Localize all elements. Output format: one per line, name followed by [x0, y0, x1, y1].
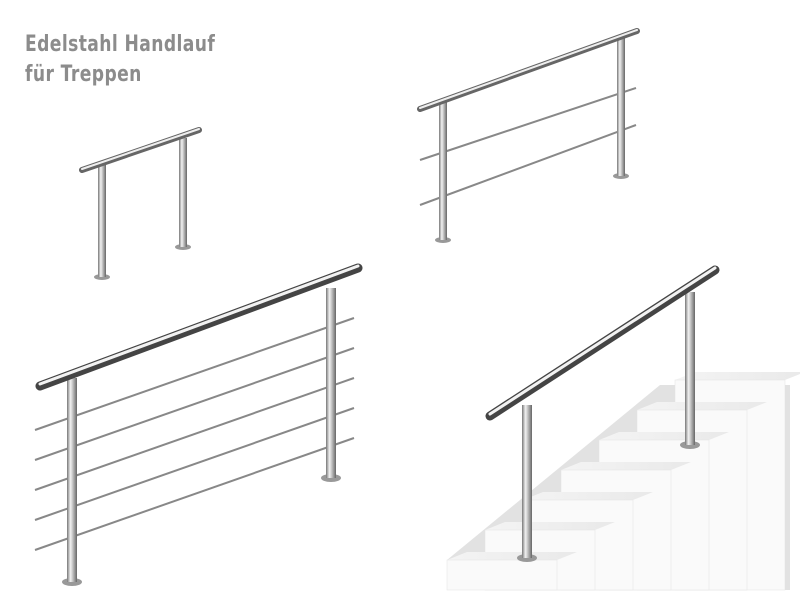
handrail: [485, 265, 720, 421]
rod: [34, 437, 355, 551]
stair-step: [599, 432, 729, 440]
stair-step: [561, 462, 691, 470]
rod: [419, 87, 637, 161]
railing-five-rods: [34, 263, 363, 586]
post: [67, 378, 77, 582]
post: [617, 38, 625, 176]
stair-step: [637, 402, 767, 410]
rod: [34, 377, 355, 491]
handrail: [35, 263, 363, 391]
rod: [34, 317, 355, 431]
railing-on-stairs: [485, 265, 720, 562]
rod: [34, 407, 355, 521]
stair-step: [485, 522, 615, 530]
railing-small: [79, 127, 202, 280]
stair-step: [523, 492, 653, 500]
title-line-1: Edelstahl Handlauf: [25, 32, 216, 57]
product-title: Edelstahl Handlauf für Treppen: [25, 30, 215, 90]
post: [685, 292, 695, 445]
stair-step: [675, 372, 800, 380]
stair-step: [447, 552, 577, 560]
post: [179, 138, 187, 247]
post: [439, 100, 447, 240]
stair-riser: [446, 559, 558, 591]
title-line-2: für Treppen: [25, 62, 142, 87]
railing-two-rods: [417, 28, 640, 243]
post: [522, 405, 532, 558]
staircase: [446, 372, 800, 591]
post: [326, 288, 336, 478]
rod: [419, 124, 637, 206]
rod: [34, 347, 355, 461]
post: [98, 165, 106, 277]
